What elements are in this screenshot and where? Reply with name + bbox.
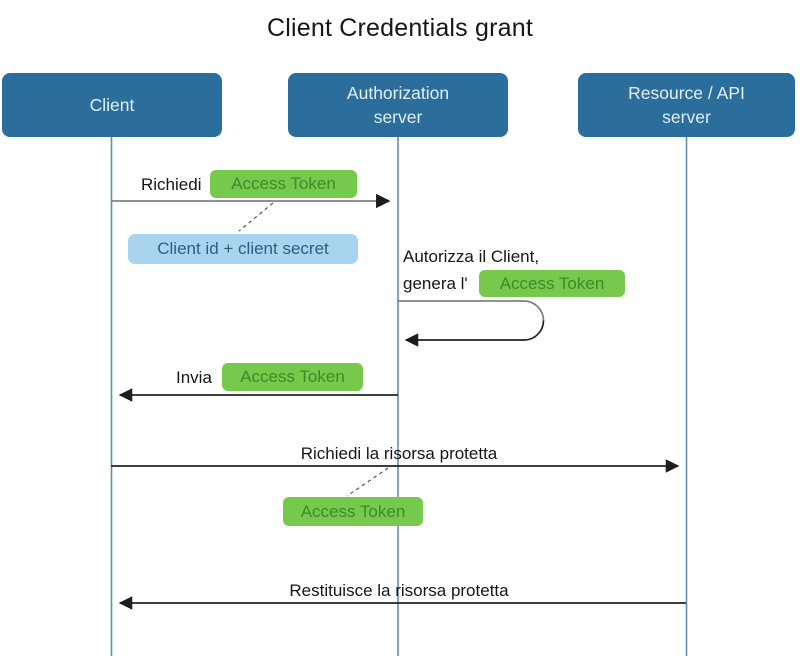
access-token-badge-request: Access Token: [210, 170, 357, 198]
self-loop-top: [398, 300, 545, 321]
diagram-title: Client Credentials grant: [266, 14, 534, 42]
return-resource-label: Restituisce la risorsa protetta: [289, 581, 509, 600]
access-token-badge-generate: Access Token: [479, 270, 625, 297]
request-resource-label: Richiedi la risorsa protetta: [300, 444, 498, 463]
authorize-client-label-line2: genera l': [403, 274, 468, 293]
request-token-label: Richiedi: [141, 175, 202, 194]
actor-client-label: Client: [89, 95, 135, 115]
self-loop-bottom-arrow: [404, 320, 545, 347]
access-token-badge-send: Access Token: [222, 363, 363, 391]
connector-resource-token-note: [346, 467, 389, 497]
actor-client: Client: [2, 73, 222, 137]
actor-resource-api-server: Resource / API server: [578, 73, 795, 137]
actor-authorization-server: Authorization server: [288, 73, 508, 137]
authorize-client-label-line1: Autorizza il Client,: [403, 247, 540, 266]
actor-resource-api-server-label: Resource / API server: [628, 83, 745, 127]
access-token-badge-resource: Access Token: [283, 497, 423, 526]
client-credentials-note: Client id + client secret: [128, 234, 358, 264]
actor-authorization-server-label: Authorization server: [346, 83, 450, 127]
send-token-label: Invia: [176, 368, 212, 387]
connector-credentials-note: [238, 202, 274, 232]
